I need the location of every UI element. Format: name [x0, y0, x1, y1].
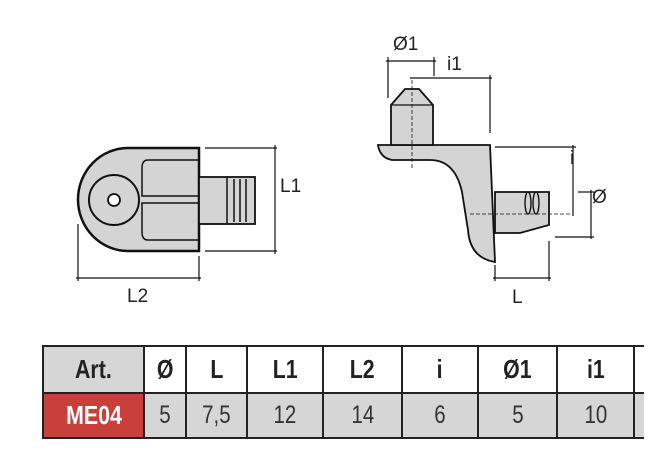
technical-drawing: L1 L2 Ø1 i1 i Ø L: [76, 34, 607, 308]
header-i: i: [401, 345, 479, 394]
header-i1: i1: [556, 345, 635, 394]
pin-center-hole: [107, 193, 121, 207]
dimension-table: Art. Ø L L1 L2 i Ø1 i1 ME04 5 7,5 12 14 …: [42, 345, 644, 439]
bracket-body-side: [376, 144, 496, 264]
dim-label-i1: i1: [447, 54, 462, 75]
body-groove-upper: [141, 159, 199, 197]
header-L: L: [185, 345, 248, 394]
article-code: ME04: [42, 392, 145, 439]
header-diameter: Ø: [143, 345, 187, 394]
side-view: [376, 57, 594, 281]
cell-diameter: 5: [143, 392, 187, 439]
front-view: [76, 145, 277, 281]
dimension-lines-front: [76, 145, 277, 281]
header-diameter-1: Ø1: [477, 345, 558, 394]
table-header-row: Art. Ø L L1 L2 i Ø1 i1: [42, 345, 644, 394]
header-L2: L2: [322, 345, 403, 394]
dim-label-i: i: [570, 148, 574, 169]
header-L1: L1: [246, 345, 324, 394]
cell-L: 7,5: [185, 392, 248, 439]
dimension-lines-side: [386, 57, 594, 281]
dim-label-L1: L1: [280, 176, 301, 197]
cell-diameter-1: 5: [477, 392, 558, 439]
dim-label-diameter: Ø: [592, 187, 607, 208]
cell-i1: 10: [556, 392, 635, 439]
dim-label-diameter-1: Ø1: [393, 34, 418, 55]
header-art: Art.: [42, 345, 145, 394]
cell-i: 6: [401, 392, 479, 439]
cell-L2: 14: [322, 392, 403, 439]
cell-cut-column: [633, 392, 644, 439]
body-groove-lower: [141, 202, 199, 241]
dim-label-L: L: [512, 287, 523, 308]
cell-L1: 12: [246, 392, 324, 439]
dim-label-L2: L2: [127, 286, 148, 307]
center-lines: [411, 80, 570, 215]
wall-pin-side: [494, 191, 550, 234]
table-row: ME04 5 7,5 12 14 6 5 10: [42, 392, 644, 439]
header-cut-column: [633, 345, 644, 394]
pin-ribs: [226, 177, 247, 224]
